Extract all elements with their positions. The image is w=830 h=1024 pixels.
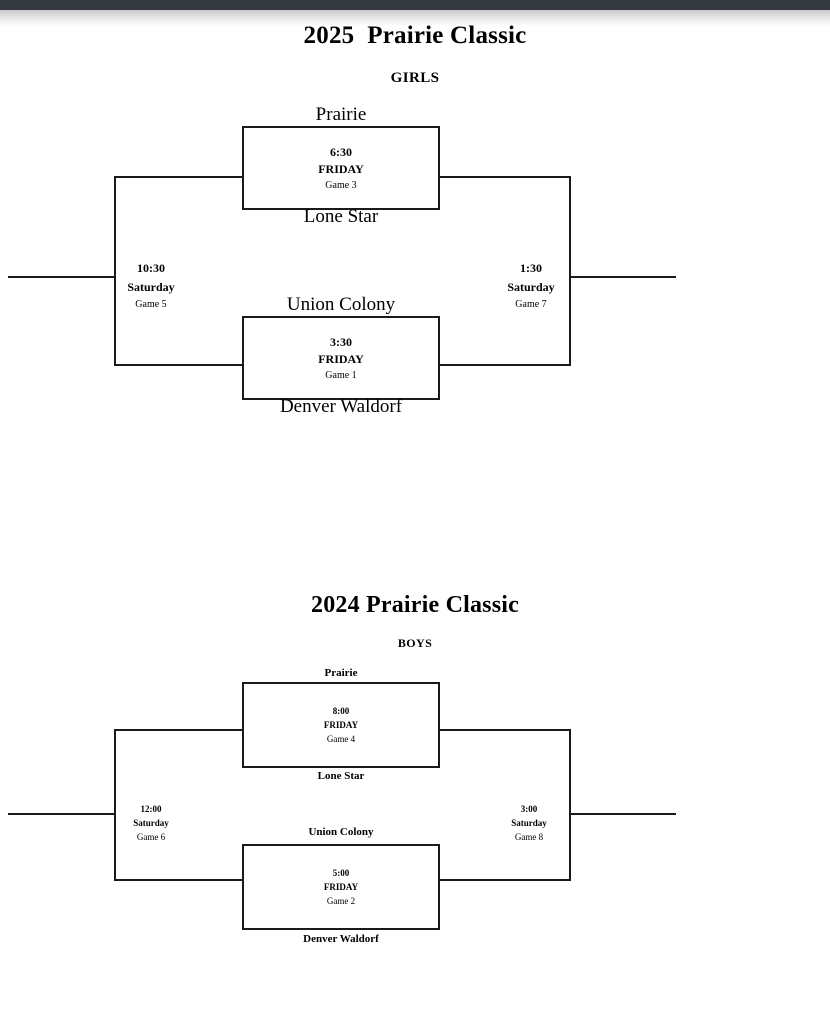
game-day: Saturday <box>127 280 175 294</box>
game-number: Game 5 <box>135 299 167 310</box>
game-day: Saturday <box>511 818 547 828</box>
bracket-2024-boys: Prairie 8:00 FRIDAY Game 4 Lone Star 12:… <box>0 663 830 963</box>
game-number: Game 6 <box>136 832 166 842</box>
semifinal-right-info[interactable]: 3:00 Saturday Game 8 <box>474 802 584 845</box>
game-day: Saturday <box>133 818 169 828</box>
right-bracket-stem-line <box>569 276 676 278</box>
right-bracket-bottom-line <box>439 879 571 881</box>
right-bracket-vertical-line <box>569 729 571 881</box>
game-day: FRIDAY <box>323 720 359 730</box>
game-box-bottom[interactable]: 3:30 FRIDAY Game 1 <box>242 316 440 400</box>
team-label-bottom-lower: Denver Waldorf <box>303 933 379 945</box>
game-time: 10:30 <box>137 261 165 275</box>
game-time: 5:00 <box>332 868 350 878</box>
bracket-2025-girls: Prairie 6:30 FRIDAY Game 3 Lone Star 10:… <box>0 100 830 450</box>
left-bracket-vertical-line <box>114 729 116 881</box>
team-label-bottom-lower: Denver Waldorf <box>279 396 403 417</box>
game-number: Game 2 <box>326 896 356 906</box>
team-label-bottom-upper: Union Colony <box>308 826 374 838</box>
right-bracket-vertical-line <box>569 176 571 366</box>
right-bracket-top-line <box>439 176 571 178</box>
game-day: Saturday <box>507 280 555 294</box>
team-label-top-upper: Prairie <box>315 104 367 125</box>
semifinal-left-info[interactable]: 10:30 Saturday Game 5 <box>96 259 206 313</box>
game-time: 8:00 <box>332 706 350 716</box>
left-bracket-top-line <box>114 176 244 178</box>
right-bracket-bottom-line <box>439 364 571 366</box>
left-bracket-bottom-line <box>114 364 244 366</box>
game-day: FRIDAY <box>323 882 359 892</box>
game-time: 1:30 <box>520 261 542 275</box>
left-bracket-stem-line <box>8 276 116 278</box>
game-number: Game 7 <box>515 299 547 310</box>
game-time: 3:00 <box>520 804 538 814</box>
team-label-bottom-upper: Union Colony <box>286 294 396 315</box>
left-bracket-vertical-line <box>114 176 116 366</box>
page-title-2025: 2025 Prairie Classic <box>303 22 527 49</box>
game-day: FRIDAY <box>318 351 364 366</box>
team-label-top-lower: Lone Star <box>317 770 365 782</box>
game-time: 6:30 <box>330 144 352 159</box>
game-time: 12:00 <box>140 804 162 814</box>
page-top-shadow <box>0 10 830 26</box>
left-bracket-bottom-line <box>114 879 244 881</box>
left-bracket-top-line <box>114 729 244 731</box>
right-bracket-stem-line <box>569 813 676 815</box>
game-number: Game 3 <box>325 179 357 191</box>
division-label-boys: BOYS <box>397 636 433 650</box>
page-title-2024: 2024 Prairie Classic <box>311 592 519 618</box>
game-number: Game 8 <box>514 832 544 842</box>
team-label-top-upper: Prairie <box>324 667 358 679</box>
game-box-bottom[interactable]: 5:00 FRIDAY Game 2 <box>242 844 440 930</box>
game-box-top[interactable]: 6:30 FRIDAY Game 3 <box>242 126 440 210</box>
semifinal-left-info[interactable]: 12:00 Saturday Game 6 <box>96 802 206 845</box>
right-bracket-top-line <box>439 729 571 731</box>
browser-chrome-bar <box>0 0 830 10</box>
game-time: 3:30 <box>330 334 352 349</box>
game-number: Game 4 <box>326 734 356 744</box>
game-day: FRIDAY <box>318 161 364 176</box>
team-label-top-lower: Lone Star <box>303 206 379 227</box>
game-box-top[interactable]: 8:00 FRIDAY Game 4 <box>242 682 440 768</box>
division-label-girls: GIRLS <box>390 70 440 86</box>
left-bracket-stem-line <box>8 813 116 815</box>
game-number: Game 1 <box>325 369 357 381</box>
semifinal-right-info[interactable]: 1:30 Saturday Game 7 <box>476 259 586 313</box>
